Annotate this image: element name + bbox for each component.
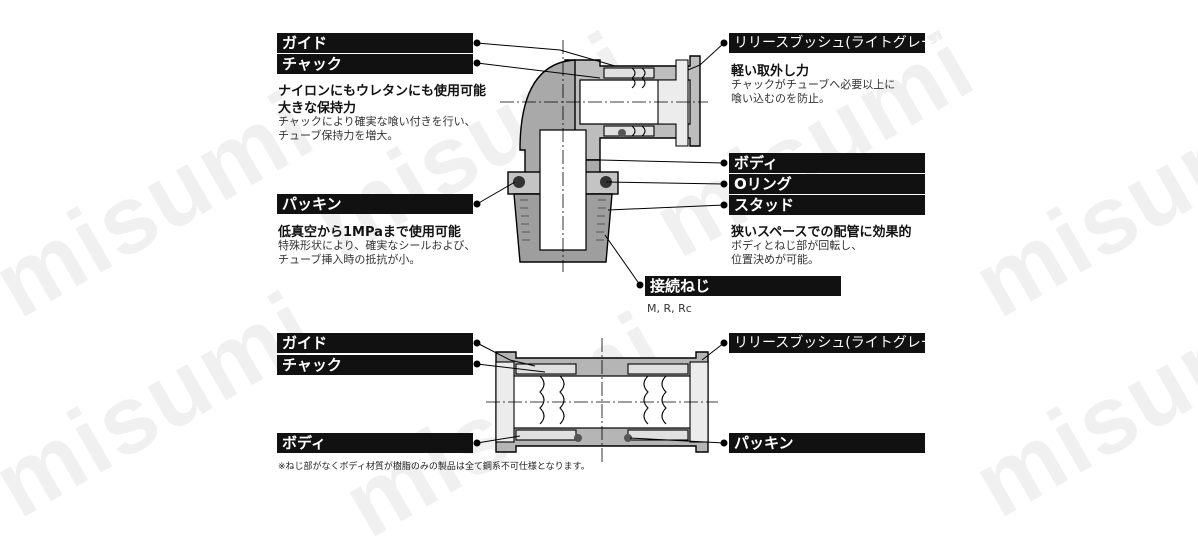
chuck-feature-head-1: ナイロンにもウレタンにも使用可能 (278, 84, 487, 99)
release-bush (657, 59, 689, 147)
union-packing-right (624, 434, 632, 442)
label-oring: Oリング (729, 174, 925, 194)
release-feature-sub-2: 喰い込むのを防止。 (731, 92, 830, 105)
release-feature-head: 軽い取外し力 (731, 64, 810, 79)
union-fitting-section (486, 338, 718, 462)
packing-feature-head: 低真空から1MPaまで使用可能 (278, 225, 461, 240)
stud-feature-sub-2: 位置決めが可能。 (731, 253, 819, 266)
chuck-lower (603, 125, 655, 137)
leader-lines (476, 42, 725, 444)
label-chuck: チャック (277, 54, 473, 74)
elbow-fitting-section (500, 40, 708, 272)
chuck-feature-sub-2: チューブ保持力を増大。 (278, 129, 399, 142)
chuck-feature-head-2: 大きな保持力 (278, 101, 357, 116)
union-label-chuck: チャック (277, 355, 473, 375)
oring-left (513, 176, 525, 188)
union-chuck-ll (515, 429, 577, 441)
label-thread: 接続ねじ (645, 276, 841, 296)
label-packing: パッキン (277, 194, 473, 214)
label-guide: ガイド (277, 33, 473, 53)
union-label-body: ボディ (277, 433, 473, 453)
stud-feature-sub-1: ボディとねじ部が回転し、 (731, 239, 863, 252)
union-label-release-bush: リリースブッシュ(ライトグレー) (729, 333, 940, 353)
union-chuck-ur (627, 363, 689, 375)
packing-ring (618, 129, 626, 137)
stud-feature-head: 狭いスペースでの配管に効果的 (731, 225, 912, 240)
label-body: ボディ (729, 153, 925, 173)
chuck-upper (603, 67, 655, 79)
union-label-guide: ガイド (277, 333, 473, 353)
cross-section-drawing (473, 39, 728, 462)
release-feature-sub-1: チャックがチューブへ必要以上に (731, 78, 896, 91)
packing-feature-sub-1: 特殊形状により、確実なシールおよび、 (278, 239, 476, 252)
union-label-packing: パッキン (729, 433, 925, 453)
packing-feature-sub-2: チューブ挿入時の抵抗が小。 (278, 253, 421, 266)
union-packing-left (574, 434, 582, 442)
union-chuck-ul (515, 363, 577, 375)
label-release-bush: リリースブッシュ(ライトグレー) (729, 33, 940, 53)
fitting-diagram: misumi misumi misumi misumi misumi misum… (0, 11, 1198, 558)
footnote: ※ねじ部がなくボディ材質が樹脂のみの製品は全て鋼系不可仕様となります。 (278, 462, 590, 472)
label-stud: スタッド (729, 195, 925, 215)
chuck-feature-sub-1: チャックにより確実な喰い付きを行い、 (278, 115, 476, 128)
leader-dots (473, 39, 728, 447)
thread-types: M, R, Rc (647, 302, 692, 315)
